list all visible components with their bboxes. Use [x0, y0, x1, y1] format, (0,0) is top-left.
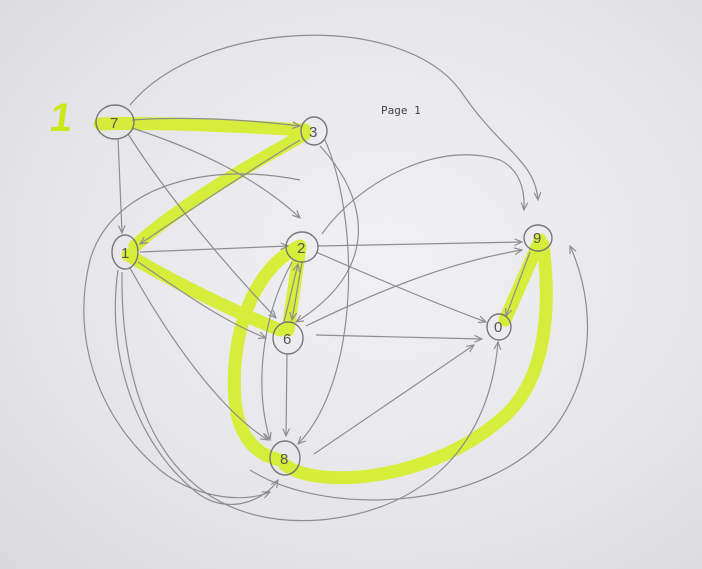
node-0: 0 [486, 313, 512, 341]
svg-text:0: 0 [494, 319, 502, 336]
svg-text:8: 8 [280, 451, 288, 468]
edge-2-0 [315, 251, 486, 322]
highlight-9-0 [498, 233, 547, 327]
edge-2-6 [292, 261, 303, 320]
edge-2-8 [261, 261, 293, 440]
edge-6-9 [305, 250, 522, 327]
svg-text:9: 9 [533, 230, 541, 247]
edge-7-1 [117, 137, 122, 233]
edge-7-6 [127, 133, 276, 318]
node-6: 6 [272, 321, 304, 355]
edge-1-0 [121, 271, 498, 522]
edge-7-2 [131, 127, 300, 218]
highlight-7-3 [93, 116, 312, 137]
highlight-2-8 [227, 239, 307, 467]
graph-edges [83, 34, 589, 522]
svg-text:7: 7 [110, 115, 118, 132]
edge-3-6 [296, 145, 359, 322]
edge-6-8 [286, 353, 287, 436]
edge-9-0 [506, 251, 531, 316]
edge-1-8a [129, 267, 268, 440]
edge-2-9-arc [321, 154, 524, 235]
edge-loop-left [83, 173, 301, 498]
node-8: 8 [269, 440, 301, 476]
edge-7-3 [131, 117, 300, 126]
svg-text:2: 2 [297, 240, 305, 257]
edge-2-9 [317, 242, 522, 247]
edge-3-8 [298, 139, 350, 444]
svg-text:3: 3 [309, 124, 317, 141]
edge-7-9-arc [129, 34, 538, 200]
edge-6-0 [315, 334, 482, 339]
edge-1-2 [139, 246, 288, 253]
highlight-1-6 [121, 248, 287, 337]
highlight-8-9 [278, 238, 553, 485]
edge-3-1 [140, 139, 301, 244]
page-label: Page 1 [381, 104, 421, 117]
highlight-3-1 [128, 127, 312, 253]
svg-text:6: 6 [283, 331, 291, 348]
edge-8-9-arc [249, 246, 589, 501]
highlighted-path [93, 116, 553, 485]
node-2: 2 [285, 231, 319, 263]
svg-text:1: 1 [121, 245, 129, 262]
node-1: 1 [111, 234, 139, 270]
edge-8-0 [313, 345, 474, 455]
node-7: 7 [95, 104, 135, 140]
edge-1-6 [137, 261, 266, 338]
node-3: 3 [300, 116, 328, 146]
node-9: 9 [523, 224, 553, 252]
graph-nodes: 7 3 1 2 6 8 9 [95, 104, 553, 476]
edge-1-8b [114, 269, 278, 505]
edge-6-2 [283, 264, 298, 323]
